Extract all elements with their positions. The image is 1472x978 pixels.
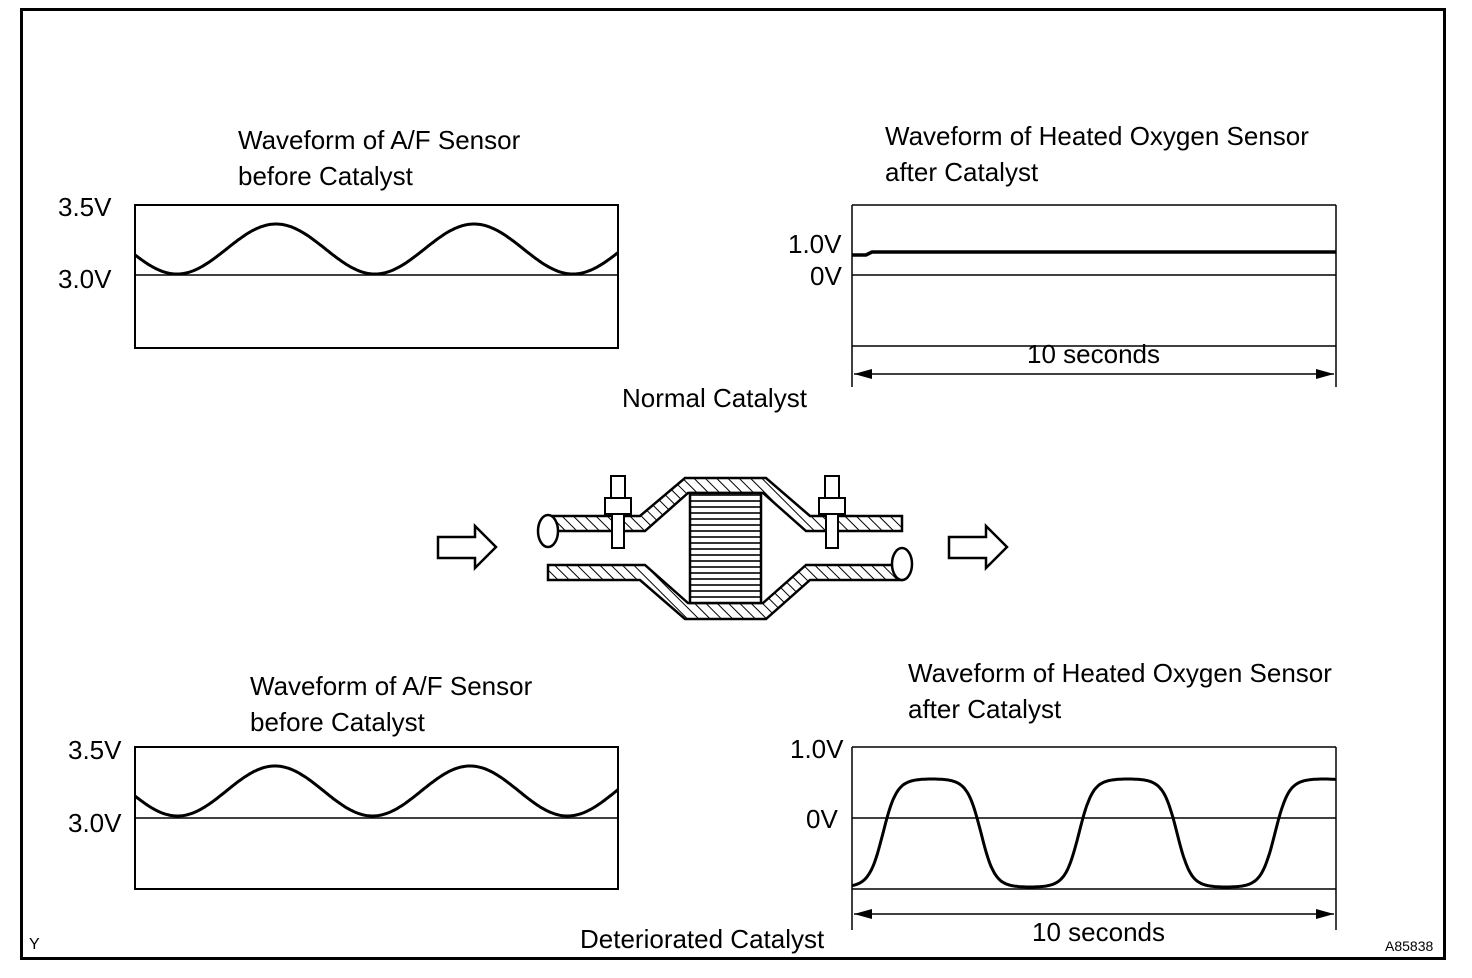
normal-o2-span-label: 10 seconds: [1027, 339, 1160, 369]
normal-o2-title-line2: after Catalyst: [885, 157, 1039, 187]
normal-o2-lower-label: 0V: [810, 261, 842, 291]
normal-af-title-line1: Waveform of A/F Sensor: [238, 125, 521, 155]
deteriorated-af-title-line2: before Catalyst: [250, 707, 425, 737]
catalyst-substrate: [688, 491, 763, 605]
deteriorated-af-graph: [134, 746, 619, 890]
normal-catalyst-caption: Normal Catalyst: [622, 383, 807, 413]
normal-o2-title-line1: Waveform of Heated Oxygen Sensor: [885, 121, 1309, 151]
deteriorated-af-title-line1: Waveform of A/F Sensor: [250, 671, 533, 701]
upstream-af-sensor-icon: [604, 475, 632, 549]
catalytic-converter-illustration: [536, 475, 914, 621]
deteriorated-o2-lower-label: 0V: [806, 804, 838, 834]
deteriorated-catalyst-caption: Deteriorated Catalyst: [580, 924, 825, 954]
deteriorated-o2-span-label: 10 seconds: [1032, 917, 1165, 947]
exhaust-inflow-arrow-icon: [436, 522, 498, 572]
normal-o2-graph: [851, 204, 1337, 387]
deteriorated-af-waveform: [134, 764, 619, 818]
converter-upper-wall: [546, 476, 904, 533]
normal-o2-waveform: [852, 250, 1336, 257]
normal-o2-upper-label: 1.0V: [788, 229, 842, 259]
outlet-pipe-opening: [890, 546, 914, 582]
inlet-pipe-opening: [536, 513, 560, 549]
deteriorated-o2-upper-label: 1.0V: [790, 734, 844, 764]
figure-frame: [20, 8, 1446, 960]
deteriorated-o2-title-line1: Waveform of Heated Oxygen Sensor: [908, 658, 1332, 688]
normal-af-waveform: [134, 222, 619, 276]
deteriorated-o2-waveform: [851, 777, 1337, 889]
normal-af-graph: [134, 204, 619, 349]
deteriorated-o2-title-line2: after Catalyst: [908, 694, 1062, 724]
exhaust-outflow-arrow-icon: [947, 522, 1009, 572]
downstream-o2-sensor-icon: [818, 475, 846, 549]
corner-mark: Y: [29, 936, 40, 953]
normal-af-lower-label: 3.0V: [58, 264, 112, 294]
deteriorated-af-lower-label: 3.0V: [68, 808, 122, 838]
deteriorated-af-upper-label: 3.5V: [68, 735, 122, 765]
normal-af-title-line2: before Catalyst: [238, 161, 413, 191]
deteriorated-o2-graph: [851, 746, 1337, 930]
figure-code: A85838: [1385, 938, 1434, 954]
normal-af-upper-label: 3.5V: [58, 192, 112, 222]
